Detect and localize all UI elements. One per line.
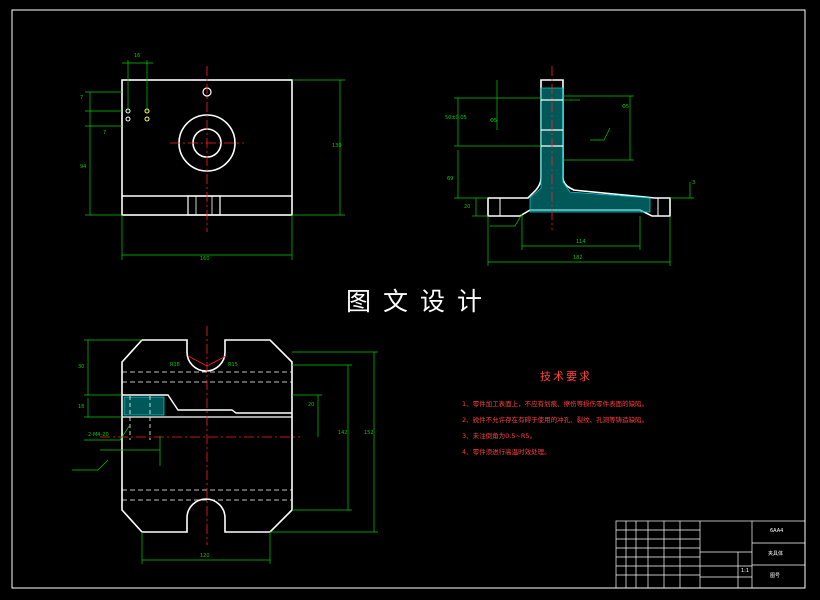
dim-label-160: 160 (200, 256, 210, 262)
side-view-dimensions (454, 80, 694, 266)
dim-label-phi: Φ5 (490, 118, 498, 124)
dim-label-radius: R18 (170, 362, 180, 368)
title-block-company: 6AA4 (770, 528, 784, 534)
dim-label-7: 7 (103, 130, 107, 136)
dim-label-20: 20 (464, 204, 471, 210)
side-view (454, 66, 694, 266)
drawing-border (11, 9, 806, 589)
requirement-item: 3、未注倒角为0.5~R5。 (462, 432, 537, 440)
dim-label-18: 18 (78, 404, 85, 410)
top-view-pin-hole (125, 116, 131, 122)
dim-label-16: 16 (134, 53, 141, 59)
bottom-view-step-line (122, 394, 292, 414)
drawing-title: 图文设计 (345, 287, 494, 316)
top-view-slot (187, 195, 221, 216)
dim-label-7: 7 (80, 95, 84, 101)
dim-label-3: 3 (692, 180, 696, 186)
bottom-view (72, 326, 378, 564)
side-view-outline (487, 79, 671, 217)
title-block-part-name: 夹具体 (768, 551, 784, 557)
dim-label-182: 182 (573, 255, 583, 261)
dim-label-thread: 2-M4-20 (88, 432, 109, 438)
top-view-dimensions (85, 60, 345, 260)
dim-label-30: 30 (78, 364, 85, 370)
title-block-drawing-no: 图号 (770, 573, 781, 579)
dim-label-152: 152 (364, 430, 374, 436)
dim-label-114: 114 (576, 239, 586, 245)
dim-label-50: 50±0.05 (445, 115, 467, 121)
requirements-heading: 技术要求 (540, 370, 592, 383)
top-view (85, 60, 345, 260)
requirement-item: 1、零件加工表面上，不应有划痕、擦伤等损伤零件表面的缺陷。 (462, 400, 649, 408)
requirement-item: 4、零件须进行高温时效处理。 (462, 448, 551, 456)
dim-label-120: 120 (200, 553, 210, 559)
dim-label-130: 130 (332, 143, 342, 149)
dim-label-94: 94 (80, 164, 87, 170)
dim-label-phi: Φ5 (622, 104, 630, 110)
title-block-scale: 1:1 (741, 568, 750, 574)
dim-label-69: 69 (447, 176, 454, 182)
top-view-pin-hole (144, 116, 150, 122)
requirement-item: 2、锐件不允许存在有碍于使用的冲孔、裂纹、孔洞等铸造缺陷。 (462, 416, 649, 424)
bottom-view-section-hatch (123, 396, 165, 416)
requirements-list: 1、零件加工表面上，不应有划痕、擦伤等损伤零件表面的缺陷。 2、锐件不允许存在有… (462, 396, 648, 460)
dim-label-142: 142 (338, 430, 348, 436)
title-block (615, 520, 806, 589)
dim-label-20: 20 (308, 402, 315, 408)
bottom-view-dimensions (72, 339, 378, 564)
side-view-section-hatch (529, 87, 651, 213)
dim-label-radius: R15 (228, 362, 238, 368)
